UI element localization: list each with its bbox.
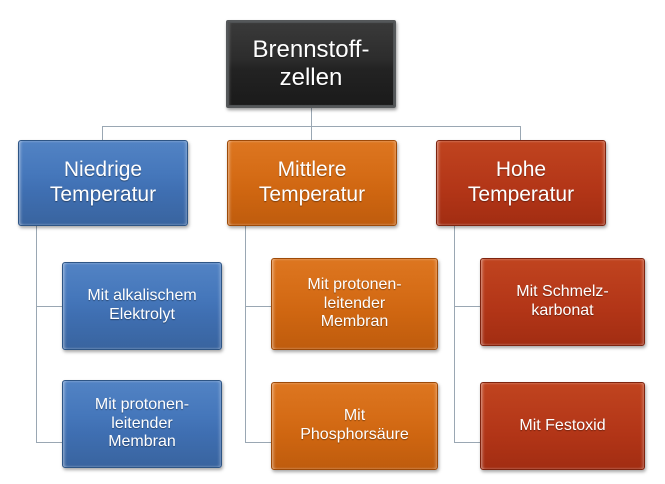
connector-branch-1-spine: [36, 226, 37, 442]
node-branch-hohe-temperatur[interactable]: Hohe Temperatur: [436, 140, 606, 226]
connector-branch-2-child-1: [245, 306, 271, 307]
node-leaf-mit-phosphorsaeure[interactable]: Mit Phosphorsäure: [271, 382, 438, 470]
connector-root-bus: [102, 126, 520, 127]
connector-branch-2-spine: [245, 226, 246, 442]
node-branch-mittlere-temperatur[interactable]: Mittlere Temperatur: [227, 140, 397, 226]
node-leaf-mit-festoxid[interactable]: Mit Festoxid: [480, 382, 645, 470]
connector-branch-3-child-2: [454, 442, 480, 443]
node-leaf-orange-mit-protonenleitender-membran[interactable]: Mit protonen- leitender Membran: [271, 258, 438, 350]
connector-branch-2-child-2: [245, 442, 271, 443]
connector-branch-1-child-2: [36, 442, 62, 443]
connector-bus-to-branch-1: [102, 126, 103, 140]
connector-bus-to-branch-2: [311, 126, 312, 140]
connector-root-stem: [311, 108, 312, 126]
connector-bus-to-branch-3: [520, 126, 521, 140]
node-leaf-mit-alkalischem-elektrolyt[interactable]: Mit alkalischem Elektrolyt: [62, 262, 222, 350]
connector-branch-1-child-1: [36, 306, 62, 307]
connector-branch-3-spine: [454, 226, 455, 442]
connector-branch-3-child-1: [454, 306, 480, 307]
node-leaf-blue-mit-protonenleitender-membran[interactable]: Mit protonen- leitender Membran: [62, 380, 222, 468]
node-root-brennstoffzellen[interactable]: Brennstoff- zellen: [226, 20, 396, 108]
node-branch-niedrige-temperatur[interactable]: Niedrige Temperatur: [18, 140, 188, 226]
node-leaf-mit-schmelzkarbonat[interactable]: Mit Schmelz- karbonat: [480, 258, 645, 346]
